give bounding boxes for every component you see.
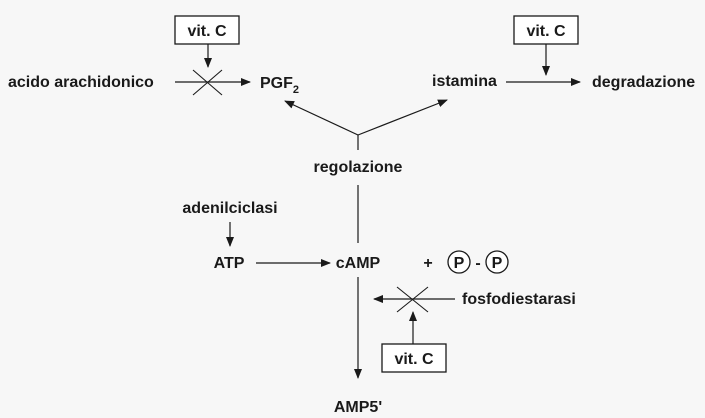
regolazione-to-istamina-arrow [357, 99, 448, 136]
plus-sign: + [423, 255, 432, 272]
regolazione-label: regolazione [314, 159, 403, 176]
vitc-label-bottom: vit. C [394, 351, 434, 368]
degradazione-label: degradazione [592, 74, 695, 91]
vitc-box-top-left [174, 15, 240, 45]
pgf2-label: PGF2 [260, 75, 299, 96]
amp5-label: AMP5' [334, 399, 382, 416]
phosphate-label-2: P [492, 255, 503, 272]
fosfodiestarasi-label: fosfodiestarasi [462, 291, 576, 308]
regolazione-to-pgf-arrow [284, 100, 359, 136]
phosphate-label-1: P [454, 255, 465, 272]
atp-label: ATP [214, 255, 245, 272]
phosphate-circle-2 [485, 250, 509, 274]
acido-arachidonico-label: acido arachidonico [8, 74, 154, 91]
block-cross-bottom [396, 286, 429, 313]
vitc-label-top-left: vit. C [187, 23, 227, 40]
vitc-box-bottom [381, 343, 447, 373]
block-cross-top-left [192, 69, 223, 96]
camp-label: cAMP [336, 255, 381, 272]
pgf-subscript: 2 [293, 84, 299, 96]
adenilciclasi-label: adenilciclasi [182, 200, 277, 217]
vitc-label-top-right: vit. C [526, 23, 566, 40]
phosphate-dash: - [475, 255, 480, 272]
phosphate-circle-1 [447, 250, 471, 274]
pgf-base: PGF [260, 75, 293, 92]
istamina-label: istamina [432, 73, 497, 90]
